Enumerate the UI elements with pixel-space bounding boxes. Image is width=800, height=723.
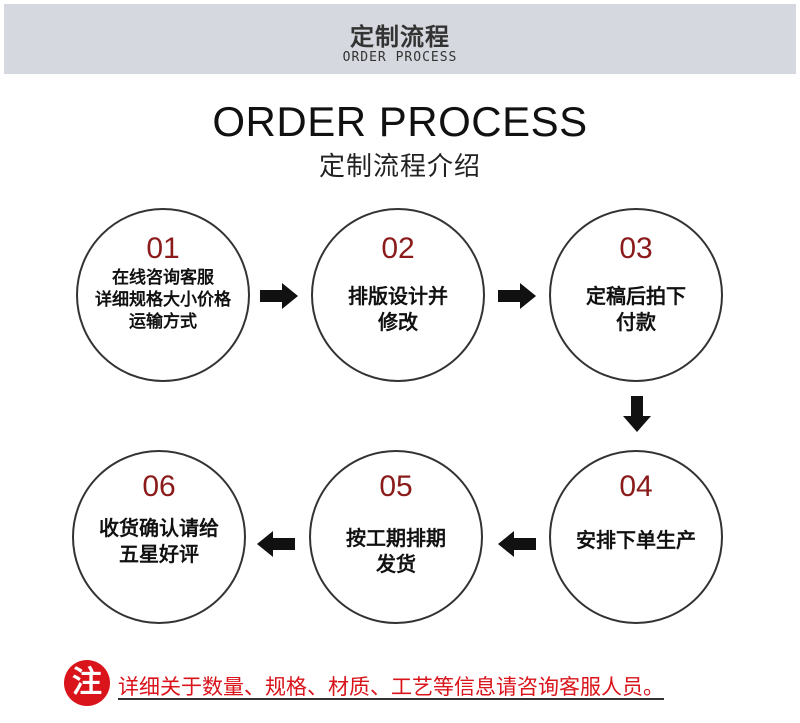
step-description: 收货确认请给 五星好评 [78,516,240,567]
step-number: 02 [381,232,415,265]
header-subtitle: ORDER PROCESS [342,50,458,65]
step-line: 按工期排期 [346,526,446,550]
page-title: ORDER PROCESS [212,98,588,145]
step-line: 排版设计并 [348,284,448,308]
arrow-right-icon [260,283,298,309]
arrow-left-icon [498,531,536,557]
step-line: 在线咨询客服 [112,268,214,288]
step-description: 定稿后拍下 付款 [555,284,717,335]
step-05-circle: 05 按工期排期 发货 [309,450,483,624]
notice-text: 详细关于数量、规格、材质、工艺等信息请咨询客服人员。 [118,675,664,699]
arrow-down-icon [623,396,651,432]
step-line: 修改 [378,309,418,334]
step-03-circle: 03 定稿后拍下 付款 [549,208,723,382]
step-description: 在线咨询客服 详细规格大小价格 运输方式 [82,268,244,333]
step-description: 按工期排期 发货 [315,526,477,577]
header-title: 定制流程 [350,23,450,51]
header-banner: 定制流程 ORDER PROCESS [4,4,796,74]
step-description: 排版设计并 修改 [317,284,479,335]
step-number: 03 [619,232,653,265]
page-subtitle: 定制流程介绍 [318,152,481,182]
step-line: 收货确认请给 [99,516,219,540]
step-number: 05 [379,470,413,503]
step-line: 发货 [376,551,416,576]
step-line: 安排下单生产 [576,528,696,552]
step-06-circle: 06 收货确认请给 五星好评 [72,450,246,624]
step-number: 06 [142,470,176,503]
arrow-right-icon [498,283,536,309]
step-04-circle: 04 安排下单生产 [549,450,723,624]
step-02-circle: 02 排版设计并 修改 [311,208,485,382]
step-description: 安排下单生产 [555,528,717,554]
notice-badge: 注 [64,660,110,706]
step-number: 04 [619,470,653,503]
step-line: 运输方式 [129,311,197,332]
arrow-left-icon [257,531,295,557]
step-line: 五星好评 [119,541,199,566]
step-line: 付款 [616,309,656,334]
step-01-circle: 01 在线咨询客服 详细规格大小价格 运输方式 [76,208,250,382]
step-line: 定稿后拍下 [586,284,686,308]
step-number: 01 [146,232,180,265]
step-line: 详细规格大小价格 [95,289,231,310]
